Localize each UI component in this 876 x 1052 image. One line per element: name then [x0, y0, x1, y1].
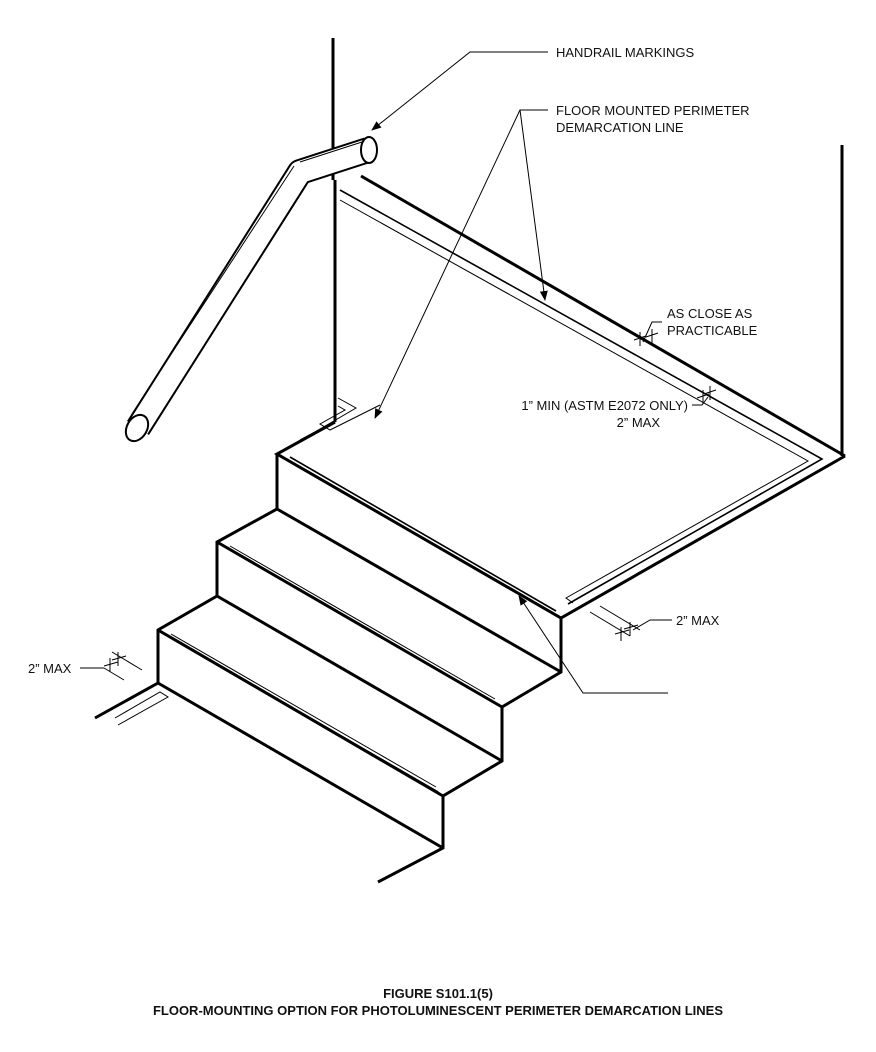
label-floor-mounted-1: FLOOR MOUNTED PERIMETER — [556, 103, 750, 118]
walls — [331, 38, 846, 458]
label-floor-mounted-2: DEMARCATION LINE — [556, 120, 684, 135]
label-min-1: 1” MIN (ASTM E2072 ONLY) — [521, 398, 688, 413]
label-as-close-1: AS CLOSE AS — [667, 306, 753, 321]
labels: HANDRAIL MARKINGS FLOOR MOUNTED PERIMETE… — [28, 45, 758, 676]
label-right-max: 2” MAX — [676, 613, 720, 628]
label-handrail-markings: HANDRAIL MARKINGS — [556, 45, 695, 60]
figure-title: FIGURE S101.1(5) — [383, 986, 493, 1001]
leader-lines — [80, 51, 709, 694]
stairs — [94, 454, 563, 884]
figure-subtitle: FLOOR-MOUNTING OPTION FOR PHOTOLUMINESCE… — [153, 1003, 723, 1018]
label-as-close-2: PRACTICABLE — [667, 323, 758, 338]
perimeter-demarcation-line — [287, 189, 824, 615]
dimension-ticks — [103, 329, 717, 681]
caption: FIGURE S101.1(5) FLOOR-MOUNTING OPTION F… — [153, 986, 723, 1018]
label-min-2: 2” MAX — [617, 415, 661, 430]
label-left-max: 2” MAX — [28, 661, 72, 676]
landing — [273, 420, 846, 620]
handrail — [124, 136, 378, 443]
